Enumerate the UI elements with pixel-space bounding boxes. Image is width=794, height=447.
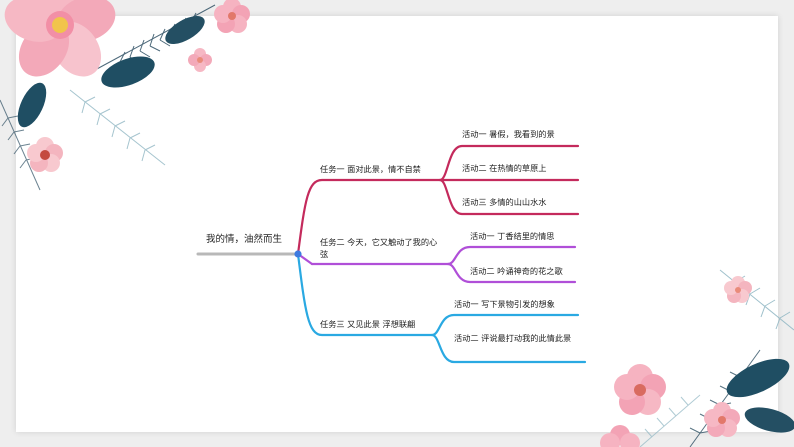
task2-activity2-label: 活动二 吟诵神奇的花之歌 (470, 266, 563, 276)
slide-card (16, 16, 778, 432)
bottom-right-flower-cluster (600, 269, 794, 447)
root-node-dot (294, 250, 302, 258)
task3-activity2-label: 活动二 评说最打动我的此情此景 (454, 333, 572, 343)
task3-branch (296, 252, 587, 364)
root-node-label: 我的情，油然而生 (206, 234, 283, 245)
task1-activity3-label: 活动三 多情的山山水水 (462, 197, 547, 207)
task1-activity2-label: 活动二 在热情的草原上 (462, 163, 547, 173)
task2-label: 任务二 今天，它又触动了我的心弦 (320, 237, 438, 259)
task2-activity1-label: 活动一 丁香结里的情思 (470, 231, 555, 241)
task3-label: 任务三 又见此景 浮想联翩 (320, 319, 416, 329)
task3-activity1-label: 活动一 写下景物引发的想象 (454, 299, 555, 309)
task1-label: 任务一 面对此景，情不自禁 (320, 164, 421, 174)
top-left-flower-cluster (0, 0, 250, 191)
task1-branch (296, 144, 580, 256)
task1-activity1-label: 活动一 暑假，我看到的景 (462, 129, 555, 139)
